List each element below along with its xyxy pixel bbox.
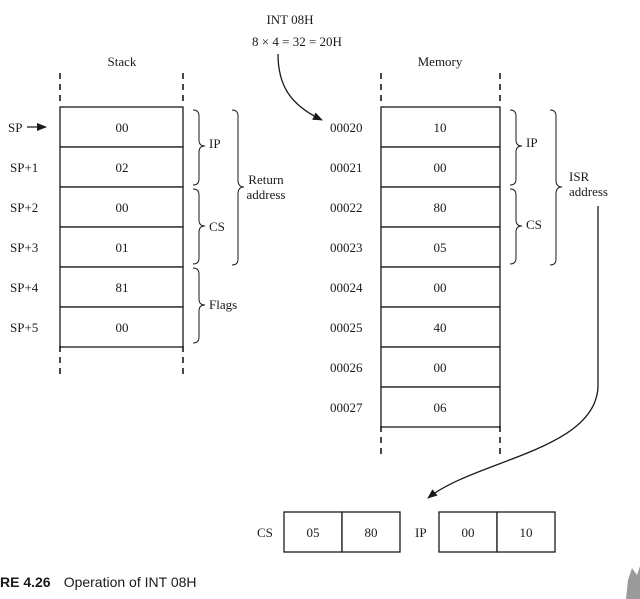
isr-address-brace (549, 109, 563, 266)
memory-cell-value: 10 (434, 120, 447, 135)
memory-cell-value: 05 (434, 240, 447, 255)
cs-register-label: CS (257, 525, 273, 540)
memory-cs-label: CS (526, 217, 542, 232)
memory-cell (380, 226, 501, 268)
figure-caption: RE 4.26 Operation of INT 08H (0, 572, 197, 591)
memory-cell-value: 00 (434, 360, 447, 375)
stack-address-label: SP+2 (10, 200, 38, 215)
stack-ip-label: IP (209, 136, 221, 151)
cs-register: 05 80 (283, 511, 401, 553)
stack-cell (59, 266, 184, 308)
stack-cell-value: 00 (116, 120, 129, 135)
return-address-label-line2: address (247, 187, 286, 202)
register-cell (438, 511, 498, 553)
memory-address-label: 00025 (330, 320, 363, 335)
isr-load-arrow (427, 206, 599, 499)
int-label: INT 08H (266, 12, 313, 27)
memory-cell-value: 00 (434, 160, 447, 175)
stack-address-label: SP+3 (10, 240, 38, 255)
memory-cell-value: 06 (434, 400, 448, 415)
stack-cell-value: 00 (116, 320, 129, 335)
stack-cell (59, 306, 184, 348)
memory-cell (380, 106, 501, 148)
memory-cell (380, 346, 501, 388)
memory-address-label: 00020 (330, 120, 363, 135)
memory-cell-value: 00 (434, 280, 447, 295)
register-cell (341, 511, 401, 553)
memory-address-label: 00024 (330, 280, 363, 295)
memory-address-label: 00027 (330, 400, 363, 415)
vector-pointer-arrow (277, 53, 323, 121)
register-cell-value: 10 (520, 525, 533, 540)
memory-address-label: 00026 (330, 360, 363, 375)
stack-cell (59, 146, 184, 188)
stack-address-label: SP (8, 120, 22, 135)
memory-cell (380, 146, 501, 188)
stack-cs-label: CS (209, 219, 225, 234)
stack-ip-brace (192, 109, 206, 186)
register-cell (496, 511, 556, 553)
register-cell-value: 05 (307, 525, 320, 540)
memory-cells: 1000020000002180000220500023000002440000… (330, 106, 501, 428)
isr-address-label-line1: ISR (569, 169, 590, 184)
stack-cell (59, 226, 184, 268)
stack-cell-value: 81 (116, 280, 129, 295)
return-address-label-line1: Return (248, 172, 284, 187)
memory-cell-value: 80 (434, 200, 447, 215)
memory-address-label: 00021 (330, 160, 363, 175)
stack-cell (59, 186, 184, 228)
memory-title: Memory (418, 54, 463, 69)
memory-cell (380, 306, 501, 348)
ip-register: 00 10 (438, 511, 556, 553)
register-cell (283, 511, 343, 553)
memory-address-label: 00023 (330, 240, 363, 255)
stack-address-label: SP+1 (10, 160, 38, 175)
stack-title: Stack (108, 54, 137, 69)
memory-ip-brace (509, 109, 523, 186)
ip-register-label: IP (415, 525, 427, 540)
stack-cs-brace (192, 188, 206, 265)
memory-ip-label: IP (526, 135, 538, 150)
isr-address-label-line2: address (569, 184, 608, 199)
stack-flags-label: Flags (209, 297, 237, 312)
memory-cell (380, 386, 501, 428)
stack-cell-value: 02 (116, 160, 129, 175)
stack-flags-brace (192, 267, 206, 344)
stack-address-label: SP+5 (10, 320, 38, 335)
register-cell-value: 80 (365, 525, 378, 540)
memory-cell (380, 266, 501, 308)
stack-cell (59, 106, 184, 148)
figure-title: Operation of INT 08H (64, 574, 197, 590)
memory-address-label: 00022 (330, 200, 363, 215)
figure-number: RE 4.26 (0, 574, 51, 590)
stack-address-label: SP+4 (10, 280, 39, 295)
register-cell-value: 00 (462, 525, 475, 540)
memory-cell-value: 40 (434, 320, 447, 335)
page-edge-shadow (626, 566, 640, 599)
stack-cell-value: 01 (116, 240, 129, 255)
memory-cs-brace (509, 188, 523, 265)
int-vector-calculation: 8 × 4 = 32 = 20H (252, 34, 342, 49)
return-address-brace (231, 109, 245, 266)
stack-cell-value: 00 (116, 200, 129, 215)
